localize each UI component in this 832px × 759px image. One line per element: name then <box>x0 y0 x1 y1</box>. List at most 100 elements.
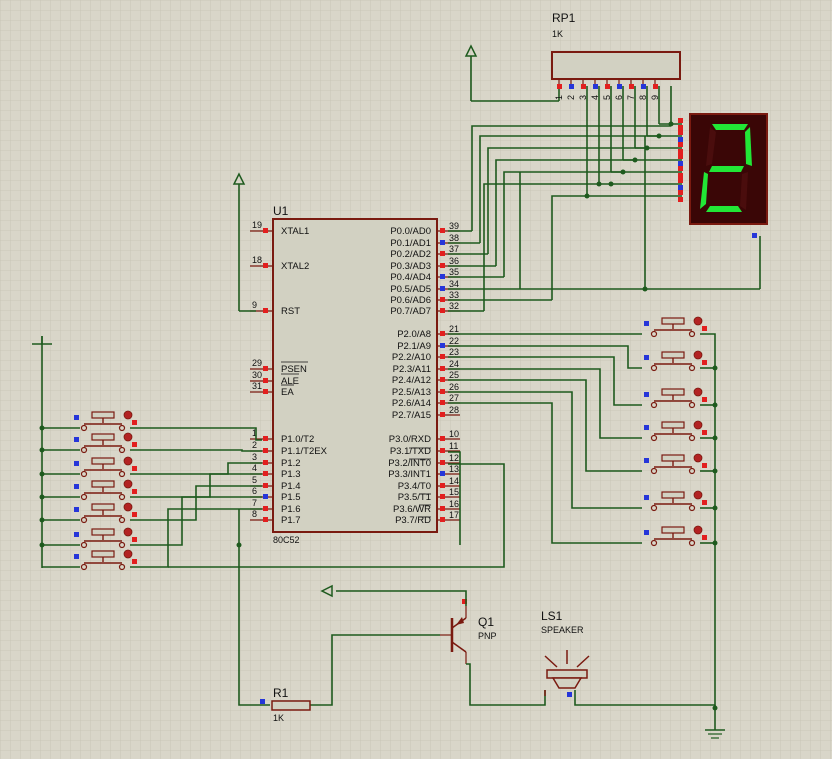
pin-state-marker <box>132 466 137 471</box>
pin-state-marker <box>132 442 137 447</box>
pin-state-marker <box>263 228 268 233</box>
ls1-ref: LS1 <box>541 609 563 623</box>
display-segments <box>700 124 752 212</box>
pushbutton-icon[interactable] <box>74 527 137 549</box>
pin-state-marker <box>644 530 649 535</box>
pin-state-marker <box>263 436 268 441</box>
pushbutton-icon[interactable] <box>74 456 137 478</box>
pin-state-marker <box>678 197 683 202</box>
pushbutton-icon[interactable] <box>644 420 707 442</box>
pin-state-marker <box>678 166 683 171</box>
pushbutton-icon[interactable] <box>644 490 707 512</box>
transistor-q1[interactable]: Q1 PNP <box>440 599 497 664</box>
pin-state-marker <box>440 436 445 441</box>
u1-pin-label: P3.3/INT1 <box>388 469 431 480</box>
pin-state-marker <box>74 437 79 442</box>
seven-segment-display[interactable]: 2 <box>678 113 768 238</box>
u1-pin-number: 1 <box>252 428 257 438</box>
display-pins <box>678 118 757 238</box>
u1-pin-number: 27 <box>449 393 459 403</box>
pushbutton-icon[interactable] <box>74 432 137 454</box>
pin-state-marker <box>644 495 649 500</box>
pin-state-marker <box>440 389 445 394</box>
pin-state-marker <box>132 537 137 542</box>
u1-pin-number: 14 <box>449 476 459 486</box>
rp1-pin-number: 9 <box>650 95 660 100</box>
u1-pin-number: 15 <box>449 487 459 497</box>
u1-pin-number: 39 <box>449 221 459 231</box>
u1-pin-number: 22 <box>449 336 459 346</box>
u1-pin-number: 9 <box>252 300 257 310</box>
segment-d <box>706 206 742 212</box>
rp1-pin-number: 6 <box>614 95 624 100</box>
pin-state-marker <box>644 458 649 463</box>
pin-state-marker <box>132 512 137 517</box>
pin-state-marker <box>644 355 649 360</box>
pin-state-marker <box>702 463 707 468</box>
pushbutton-icon[interactable] <box>74 410 137 432</box>
resistor-r1[interactable]: R1 1K <box>260 686 311 723</box>
pushbutton-icon[interactable] <box>74 479 137 501</box>
u1-left-pins: XTAL119XTAL218RST9PSEN29ALE30EA31P1.0/T2… <box>250 220 328 526</box>
pushbutton-icon[interactable] <box>74 549 137 571</box>
u1-pin-number: 12 <box>449 453 459 463</box>
pin-state-marker <box>263 366 268 371</box>
pin-state-marker <box>440 400 445 405</box>
u1-pin-label: P1.3 <box>281 469 301 480</box>
pushbutton-icon[interactable] <box>644 387 707 409</box>
u1-pin-label: P3.2/INT0 <box>388 458 431 469</box>
u1-pin-number: 17 <box>449 510 459 520</box>
pin-state-marker <box>629 84 634 89</box>
q1-ref: Q1 <box>478 615 494 629</box>
pin-state-marker <box>440 354 445 359</box>
rp1-pin-number: 4 <box>590 95 600 100</box>
pin-state-marker <box>132 559 137 564</box>
u1-pin-label: P2.0/A8 <box>397 329 431 340</box>
p1-pushbuttons[interactable] <box>74 410 137 571</box>
u1-pin-number: 16 <box>449 499 459 509</box>
u1-pin-label: P1.7 <box>281 515 301 526</box>
u1-pin-number: 10 <box>449 429 459 439</box>
pin-state-marker <box>644 425 649 430</box>
u1-pin-label: PSEN <box>281 364 307 375</box>
pushbutton-icon[interactable] <box>644 453 707 475</box>
u1-pin-number: 11 <box>449 441 458 451</box>
pin-state-marker <box>263 494 268 499</box>
pin-state-marker <box>557 84 562 89</box>
pin-state-marker <box>581 84 586 89</box>
pin-state-marker <box>644 321 649 326</box>
u1-pin-number: 38 <box>449 233 459 243</box>
p2-key-wires <box>448 333 718 711</box>
speaker-ls1[interactable]: LS1 SPEAKER <box>541 609 590 697</box>
pushbutton-icon[interactable] <box>644 350 707 372</box>
pin-state-marker <box>678 178 683 183</box>
pin-state-marker <box>132 420 137 425</box>
u1-pin-label: ALE <box>281 376 299 387</box>
pin-state-marker <box>702 430 707 435</box>
segment-g <box>709 166 744 172</box>
pushbutton-icon[interactable] <box>644 525 707 547</box>
u1-pin-number: 31 <box>252 381 262 391</box>
pin-state-marker <box>569 84 574 89</box>
pin-state-marker <box>440 471 445 476</box>
pushbutton-icon[interactable] <box>74 502 137 524</box>
microcontroller-u1[interactable]: U1 80C52 XTAL119XTAL218RST9PSEN29ALE30EA… <box>250 204 460 545</box>
pin-state-marker <box>440 377 445 382</box>
p2-pushbuttons[interactable] <box>644 316 707 547</box>
pin-state-marker <box>678 118 683 123</box>
u1-pin-label: P3.6/WR <box>393 504 431 515</box>
u1-pin-number: 26 <box>449 382 459 392</box>
pin-state-marker <box>678 173 683 178</box>
pin-state-marker <box>263 471 268 476</box>
pin-state-marker <box>440 494 445 499</box>
u1-pin-number: 36 <box>449 256 459 266</box>
pin-state-marker <box>702 397 707 402</box>
segment-c <box>740 172 748 210</box>
pushbutton-icon[interactable] <box>644 316 707 338</box>
u1-pin-label: P2.5/A13 <box>392 387 431 398</box>
pin-state-marker <box>132 489 137 494</box>
pin-state-marker <box>263 460 268 465</box>
